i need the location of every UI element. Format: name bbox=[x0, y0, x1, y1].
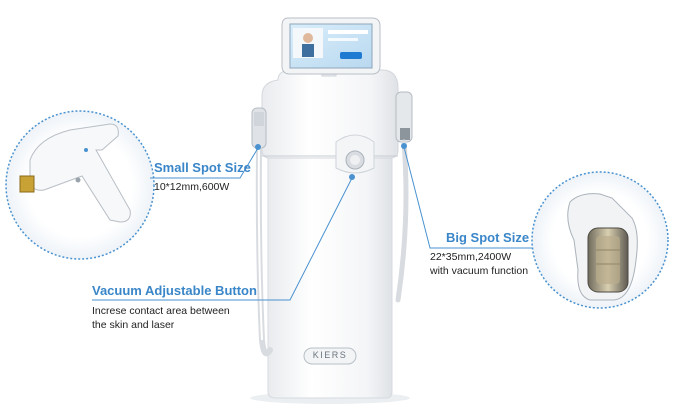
small-spot-connector bbox=[150, 147, 259, 179]
small-spot-zoom bbox=[5, 110, 155, 260]
big-spot-desc-line2: with vacuum function bbox=[430, 265, 529, 277]
machine-lower-body bbox=[267, 139, 393, 399]
small-spot-title: Small Spot Size bbox=[154, 160, 251, 175]
big-spot-zoom bbox=[531, 171, 669, 309]
big-spot-title: Big Spot Size bbox=[446, 230, 530, 245]
brand-label: KIERS bbox=[312, 350, 348, 360]
right-cable bbox=[395, 139, 409, 303]
brand-plate bbox=[303, 347, 357, 365]
vacuum-button-title: Vacuum Adjustable Button bbox=[92, 283, 257, 298]
vacuum-desc-line1: Increse contact area between bbox=[92, 305, 230, 317]
vacuum-connector bbox=[92, 177, 353, 301]
big-spot-connector bbox=[403, 146, 532, 249]
laser-machine bbox=[250, 17, 413, 404]
small-handpiece-illustration bbox=[29, 123, 131, 223]
vacuum-desc-line2: the skin and laser bbox=[92, 319, 175, 331]
callout-connectors bbox=[92, 143, 532, 301]
big-spot-desc-line1: 22*35mm,2400W bbox=[430, 251, 512, 263]
small-spot-desc: 10*12mm,600W bbox=[154, 181, 230, 193]
small-spot-window bbox=[19, 175, 35, 193]
machine-head bbox=[261, 69, 399, 159]
